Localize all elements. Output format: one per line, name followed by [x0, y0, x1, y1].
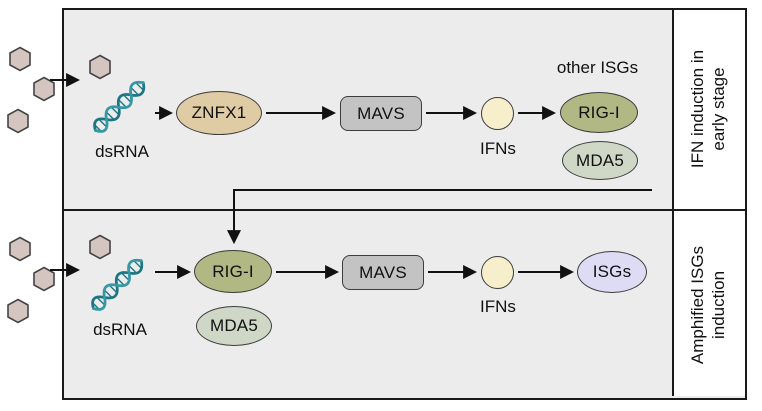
mavs-node-top: MAVS: [340, 96, 422, 131]
dsrna-label-bottom: dsRNA: [93, 320, 147, 339]
ifns-node-top: [481, 97, 514, 130]
rigi-label-bottom: RIG-I: [212, 261, 254, 281]
mavs-node-bottom: MAVS: [342, 255, 424, 290]
isgs-node: ISGs: [577, 251, 647, 293]
rigi-node-bottom: RIG-I: [194, 250, 272, 293]
side-label-line1: IFN induction in: [688, 49, 707, 169]
ifns-label-bottom: IFNs: [480, 297, 516, 316]
side-label-column: [672, 10, 745, 396]
side-label-line2: induction: [709, 270, 729, 340]
rigi-node-top: RIG-I: [560, 92, 638, 133]
mavs-label-bottom: MAVS: [359, 262, 407, 282]
virus-particle-icon: [7, 108, 29, 134]
isgs-label: ISGs: [592, 262, 632, 281]
virus-particle-icon: [33, 76, 55, 102]
virus-particle-icon: [9, 46, 31, 72]
mda5-node-top: MDA5: [562, 141, 638, 180]
virus-particle-icon: [7, 298, 29, 324]
mda5-node-bottom: MDA5: [196, 306, 272, 346]
dsrna-label: dsRNA: [95, 142, 149, 161]
virus-particle-icon: [9, 236, 31, 262]
mda5-label-bottom: MDA5: [209, 316, 259, 335]
virus-particle-icon: [89, 54, 111, 80]
znfx1-label: ZNFX1: [191, 103, 247, 122]
dsrna-helix-icon: [91, 258, 144, 311]
other-isgs-label: other ISGs: [556, 58, 639, 77]
side-label-line1: Amphified ISGs: [688, 245, 707, 365]
virus-particle-icon: [89, 234, 111, 260]
rigi-label-top: RIG-I: [578, 102, 620, 122]
znfx1-node: ZNFX1: [176, 91, 262, 135]
ifns-label-top: IFNs: [480, 139, 516, 158]
mda5-label-top: MDA5: [575, 150, 625, 170]
virus-particle-icon: [33, 266, 55, 292]
side-label-line2: early stage: [709, 67, 729, 151]
side-label-ifn-induction: IFN induction in early stage: [687, 9, 733, 209]
dsrna-helix-icon: [93, 80, 146, 133]
side-label-amplified-isgs: Amphified ISGs induction: [687, 210, 733, 400]
panel-divider: [62, 209, 747, 211]
ifns-node-bottom: [481, 256, 514, 289]
mavs-label: MAVS: [357, 103, 405, 123]
